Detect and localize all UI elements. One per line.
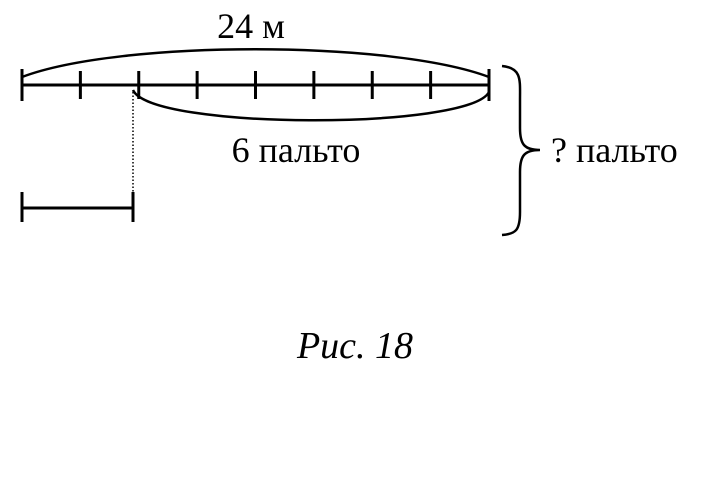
main-segment-ticks [20,69,491,101]
question-coats-label: ? пальто [551,130,678,170]
total-length-arc [21,48,490,79]
coats-count-label: 6 пальто [232,130,361,170]
right-curly-brace [501,64,541,237]
figure-caption: Рис. 18 [296,325,413,367]
coats-arc [131,89,491,122]
total-length-label: 24 м [217,6,285,46]
